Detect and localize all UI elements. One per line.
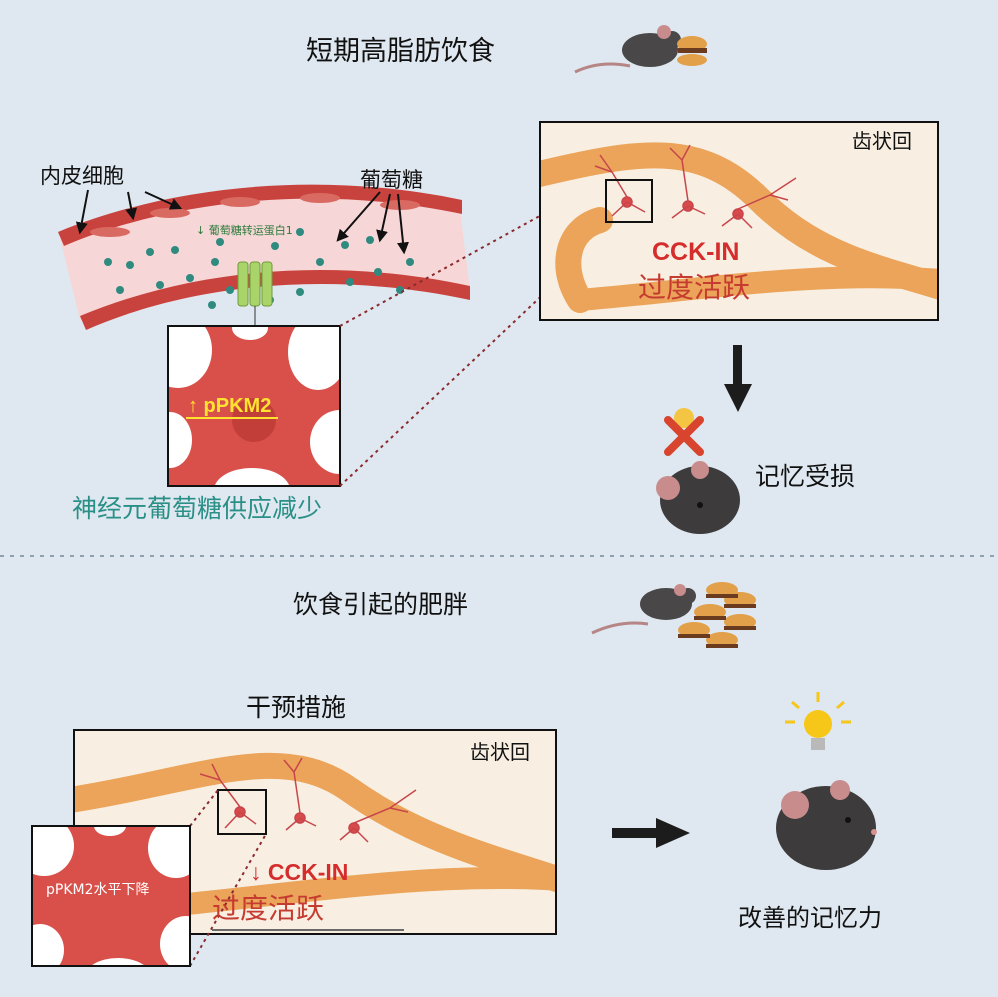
label-pointers: [75, 189, 409, 255]
endothelial-label: 内皮细胞: [40, 164, 124, 188]
mouse-burgers-icon: [591, 582, 756, 648]
glucose-label: 葡萄糖: [360, 168, 423, 192]
memory-improved-label: 改善的记忆力: [738, 904, 882, 932]
cck-neurons-top: [594, 144, 797, 229]
neuron-supply-label: 神经元葡萄糖供应减少: [72, 494, 322, 523]
cck-label-top: CCK-IN: [652, 238, 740, 266]
improved-mouse-icon: [776, 692, 877, 870]
region-label-top: 齿状回: [852, 129, 912, 153]
endothelial-cells: [90, 193, 420, 237]
ppkm2-label-top: ↑ pPKM2: [188, 395, 271, 417]
neuron-zoom-box-top: [167, 325, 341, 487]
lightbulb-icon: [785, 692, 851, 750]
region-label-bottom: 齿状回: [470, 740, 530, 764]
transporter-label: ↓ 葡萄糖转运蛋白1: [196, 223, 293, 237]
bottom-title: 饮食引起的肥胖: [293, 590, 468, 619]
overactive-label-bottom: 过度活跃: [212, 892, 324, 925]
down-arrow: [724, 345, 752, 412]
dentate-gyrus-panel-top: [539, 121, 939, 321]
cck-neurons-bottom: [199, 757, 417, 843]
glucose-molecules: [104, 228, 414, 309]
intervention-label: 干预措施: [246, 693, 346, 722]
blood-vessel: [58, 184, 470, 330]
mouse-burger-icon: [574, 25, 707, 74]
top-title: 短期高脂肪饮食: [306, 36, 495, 67]
neuron-zoom-box-bottom: [31, 825, 191, 967]
zoom-lines-bottom: [189, 789, 267, 967]
right-arrow: [612, 818, 690, 848]
glucose-transporter: [237, 261, 273, 325]
cck-label-bottom: ↓ CCK-IN: [250, 859, 348, 885]
memory-impaired-label: 记忆受损: [755, 462, 855, 491]
overactive-label-top: 过度活跃: [638, 271, 750, 304]
impaired-mouse-icon: [656, 408, 740, 534]
ppkm2-label-bottom: pPKM2水平下降: [46, 882, 150, 898]
